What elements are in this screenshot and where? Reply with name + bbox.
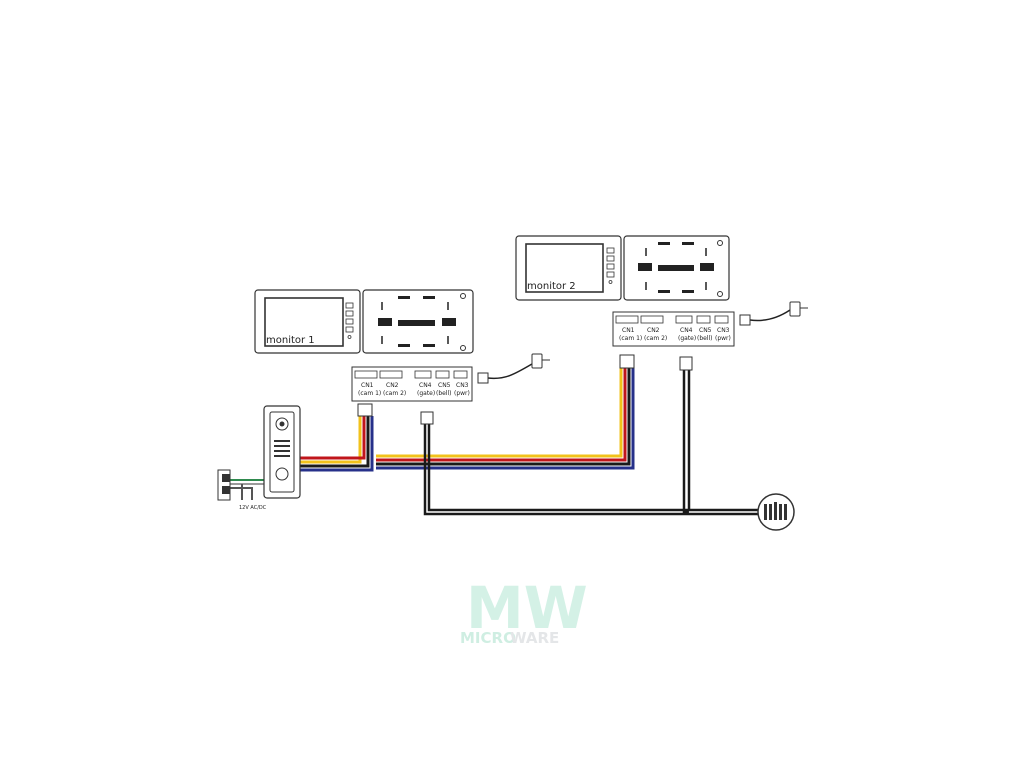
monitor-1: monitor 1 xyxy=(254,289,361,354)
power-adapter-2 xyxy=(789,301,808,317)
cn-name: CN2 xyxy=(386,382,399,389)
door-bell xyxy=(757,493,795,531)
cn-name: CN3 xyxy=(456,382,469,389)
cn-sub: (gate) xyxy=(678,335,696,342)
cn-name: CN3 xyxy=(717,327,730,334)
lock-wires xyxy=(230,479,268,500)
cn-name: CN1 xyxy=(361,382,374,389)
wire-bundle-monitor1-cam xyxy=(300,416,374,472)
cn-name: CN1 xyxy=(622,327,635,334)
microware-logo: MW MICRO WARE xyxy=(460,574,588,647)
cn-name: CN5 xyxy=(699,327,712,334)
power-cord-monitor1 xyxy=(487,363,533,380)
monitor-2: monitor 2 xyxy=(515,235,622,301)
cn-name: CN4 xyxy=(680,327,693,334)
cn-name: CN2 xyxy=(647,327,660,334)
monitor-1-back-panel xyxy=(362,289,474,354)
cn-name: CN5 xyxy=(438,382,451,389)
wire-bundle-monitor2-cam xyxy=(376,368,635,470)
wire-junction xyxy=(683,509,689,515)
monitor-1-label: monitor 1 xyxy=(266,335,315,346)
lock-power-label: 12V AC/DC xyxy=(239,505,267,511)
cn-name: CN4 xyxy=(419,382,432,389)
cn-sub: (gate) xyxy=(417,390,435,397)
monitor-2-back-panel xyxy=(623,235,730,301)
monitor-1-buttons xyxy=(345,302,354,339)
cn-sub: (bell) xyxy=(436,390,452,397)
cn-sub: (cam 2) xyxy=(644,335,667,342)
cn-sub: (pwr) xyxy=(454,390,470,397)
electric-lock xyxy=(217,469,231,501)
logo-text-ware: WARE xyxy=(510,629,559,647)
cn-sub: (bell) xyxy=(697,335,713,342)
power-adapter-1 xyxy=(531,353,550,369)
logo-text-micro: MICRO xyxy=(460,629,516,647)
monitor-2-label: monitor 2 xyxy=(527,281,576,292)
power-cord-monitor2 xyxy=(749,309,791,322)
monitor-2-buttons xyxy=(606,247,615,284)
logo-mark: MW xyxy=(466,574,588,642)
cn-sub: (cam 2) xyxy=(383,390,406,397)
door-station xyxy=(263,405,301,499)
monitor-2-connector-strip: CN1 (cam 1) CN2 (cam 2) CN4 (gate) CN5 (… xyxy=(612,311,751,371)
cn-sub: (pwr) xyxy=(715,335,731,342)
wire-bell xyxy=(423,370,758,516)
cn-sub: (cam 1) xyxy=(358,390,381,397)
monitor-1-connector-strip: CN1 (cam 1) CN2 (cam 2) CN4 (gate) CN5 (… xyxy=(351,366,489,425)
cn-sub: (cam 1) xyxy=(619,335,642,342)
